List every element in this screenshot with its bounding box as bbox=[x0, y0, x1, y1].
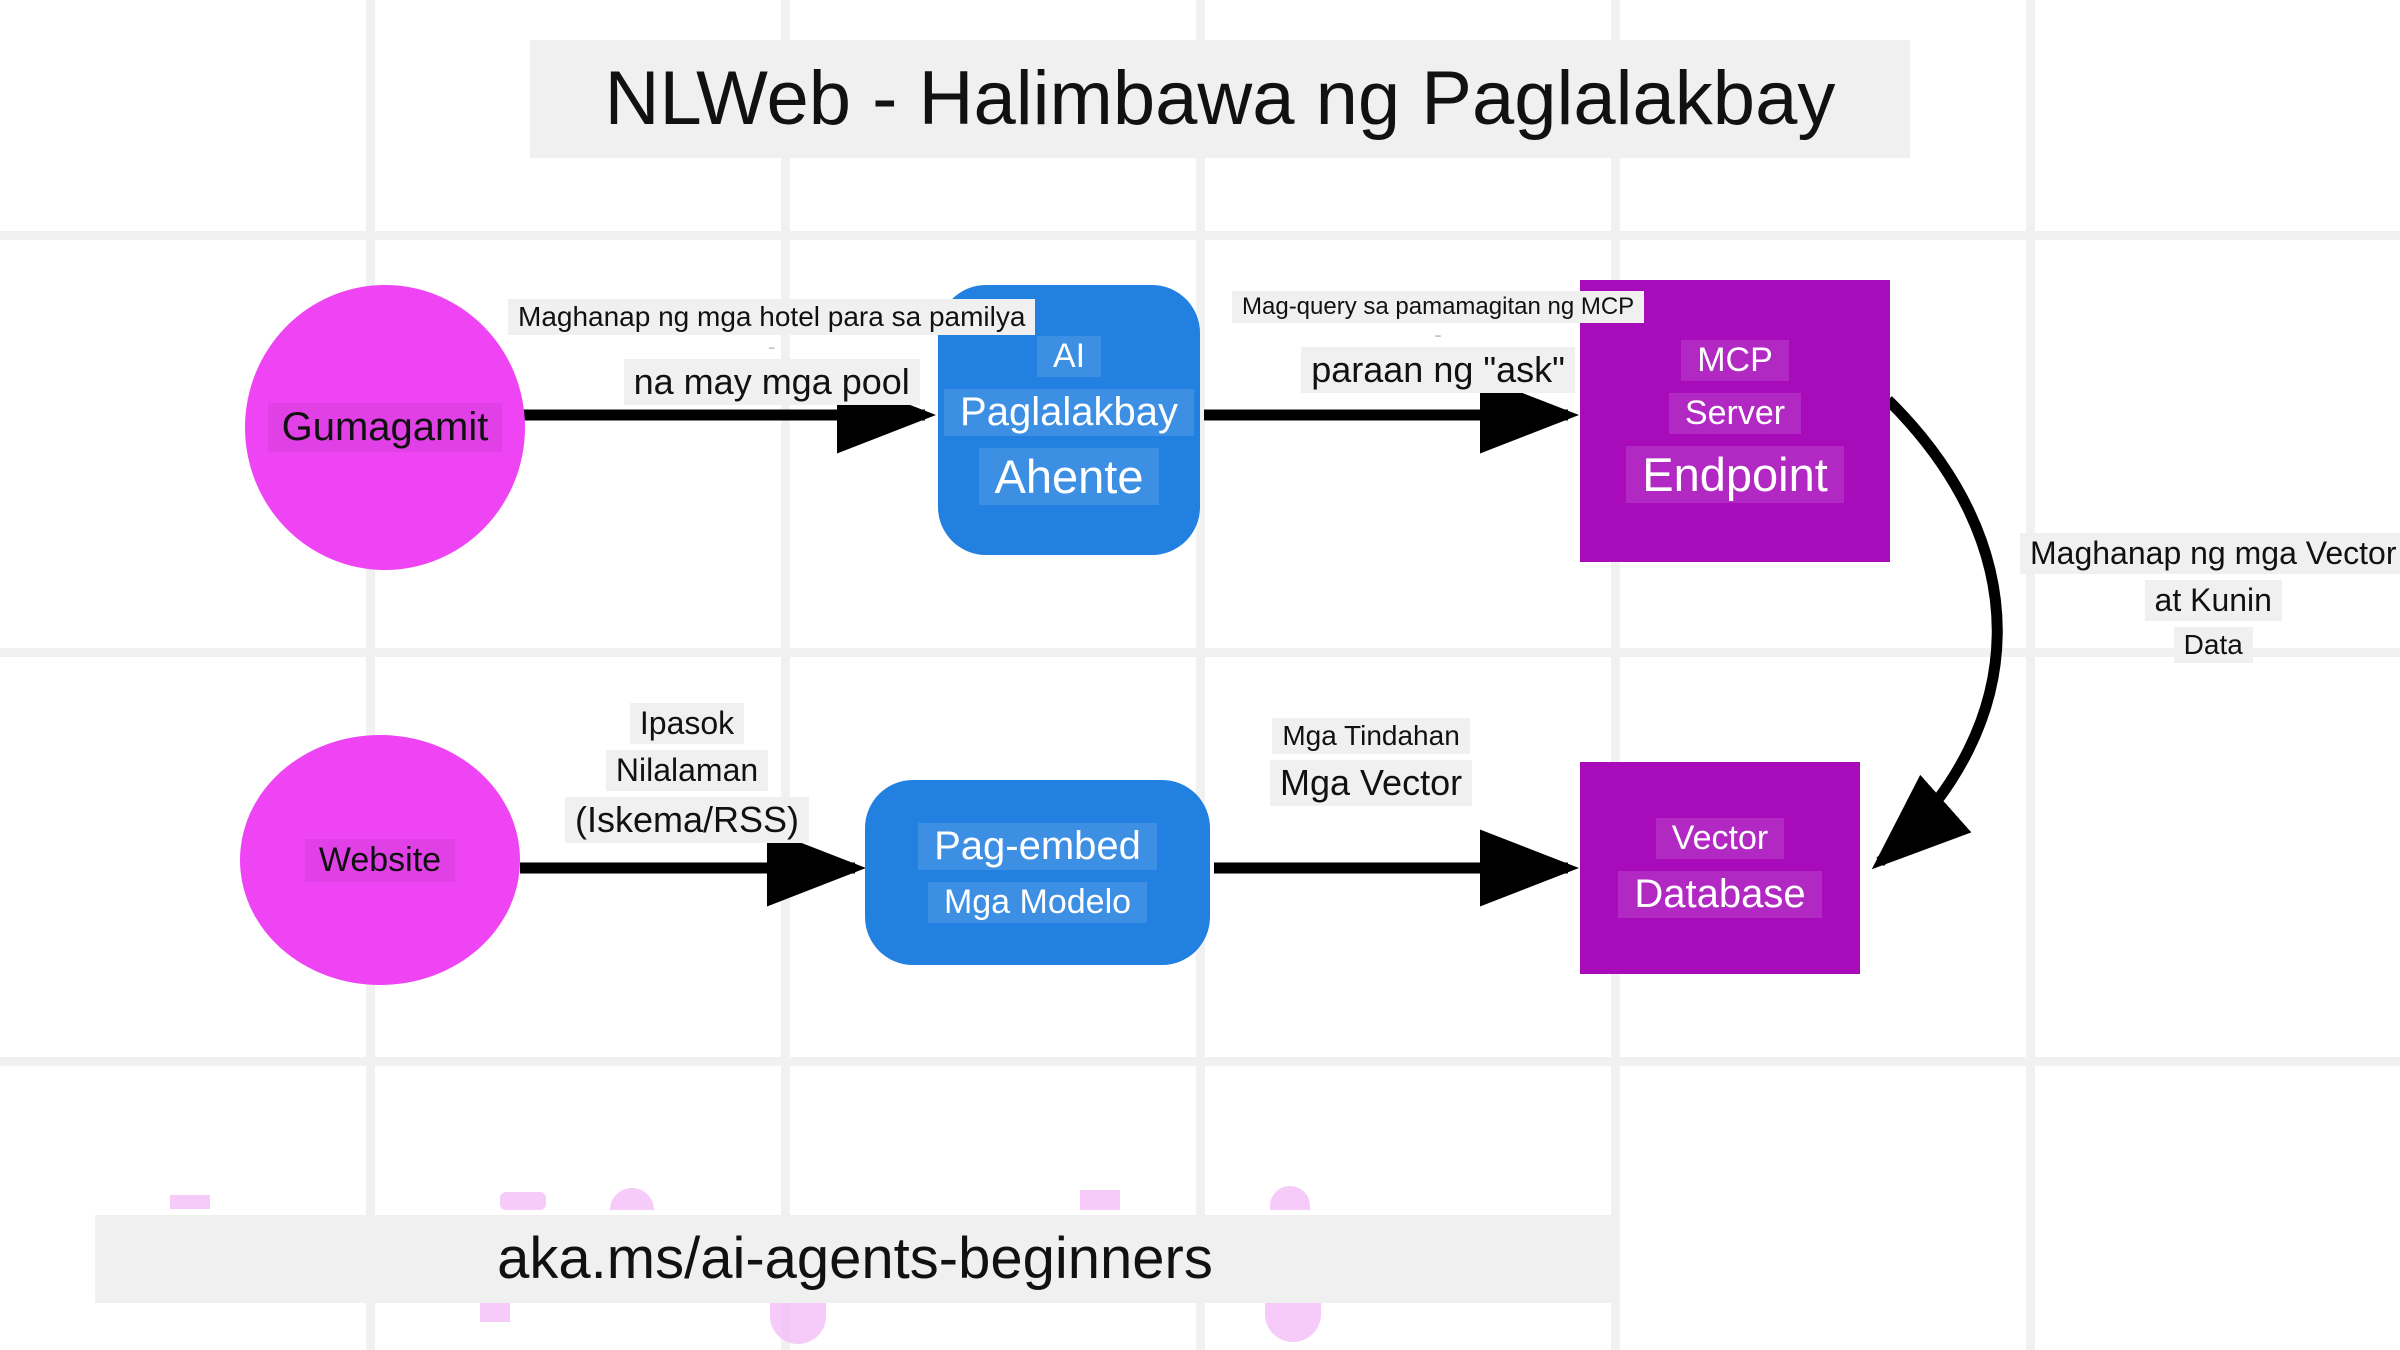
edge-label-website-to-embed: Ipasok Nilalaman (Iskema/RSS) bbox=[565, 700, 810, 846]
edge-label-line: na may mga pool bbox=[623, 359, 920, 405]
edge-label-line: Mag-query sa pamamagitan ng MCP bbox=[1232, 291, 1645, 323]
edge-label-line: Nilalaman bbox=[605, 750, 769, 791]
node-mcp-server-endpoint[interactable]: MCP Server Endpoint bbox=[1580, 280, 1890, 562]
grid-line-vertical bbox=[366, 0, 375, 1350]
edge-label-agent-to-mcp: Mag-query sa pamamagitan ng MCP - paraan… bbox=[1232, 288, 1645, 396]
edge-mcp-to-vectordb bbox=[1871, 396, 2003, 870]
edge-label-mcp-to-vectordb: Maghanap ng mga Vector at Kunin Data bbox=[2020, 530, 2400, 666]
edge-label-line: Ipasok bbox=[629, 703, 745, 744]
edge-label-line: paraan ng "ask" bbox=[1301, 347, 1575, 393]
edge-label-embed-to-vectordb: Mga Tindahan Mga Vector bbox=[1270, 715, 1473, 809]
node-embed-label-line2: Mga Modelo bbox=[927, 881, 1148, 923]
footer-url: aka.ms/ai-agents-beginners bbox=[95, 1215, 1615, 1303]
edge-label-line: Maghanap ng mga Vector bbox=[2020, 533, 2400, 574]
node-mcp-label-line2: Server bbox=[1668, 392, 1802, 434]
edge-label-line: (Iskema/RSS) bbox=[565, 797, 810, 843]
grid-line-vertical bbox=[1196, 0, 1205, 1350]
node-vectordb-label-line2: Database bbox=[1618, 871, 1822, 918]
node-agent-label-line3: Ahente bbox=[978, 447, 1160, 505]
decorative-shape bbox=[170, 1195, 210, 1209]
node-website-label: Website bbox=[304, 838, 456, 882]
node-embedding-models[interactable]: Pag-embed Mga Modelo bbox=[865, 780, 1210, 965]
edge-label-line: Data bbox=[2173, 627, 2253, 663]
page-title: NLWeb - Halimbawa ng Paglalakbay bbox=[530, 40, 1910, 158]
edge-label-line: Mga Vector bbox=[1270, 760, 1473, 806]
decorative-shape bbox=[1265, 1298, 1321, 1342]
node-vectordb-label-line1: Vector bbox=[1655, 818, 1785, 859]
edge-label-line: at Kunin bbox=[2144, 580, 2282, 621]
node-mcp-label-line3: Endpoint bbox=[1626, 445, 1844, 503]
grid-line-vertical bbox=[2026, 0, 2035, 1350]
node-user-label: Gumagamit bbox=[267, 403, 503, 452]
node-mcp-label-line1: MCP bbox=[1681, 339, 1789, 381]
node-embed-label-line1: Pag-embed bbox=[918, 822, 1157, 870]
grid-line-vertical bbox=[1611, 0, 1620, 1350]
edge-label-line: Mga Tindahan bbox=[1272, 718, 1470, 754]
edge-label-line: Maghanap ng mga hotel para sa pamilya bbox=[508, 299, 1036, 335]
decorative-shape bbox=[610, 1188, 654, 1210]
decorative-shape bbox=[500, 1192, 546, 1210]
node-agent-label-line1: AI bbox=[1036, 335, 1102, 377]
grid-line-horizontal bbox=[0, 1057, 2400, 1066]
decorative-shape bbox=[480, 1300, 510, 1322]
grid-line-horizontal bbox=[0, 231, 2400, 240]
decorative-shape bbox=[770, 1298, 826, 1344]
node-website[interactable]: Website bbox=[240, 735, 520, 985]
node-agent-label-line2: Paglalakbay bbox=[944, 388, 1194, 436]
decorative-shape bbox=[1270, 1186, 1310, 1210]
decorative-shape bbox=[1080, 1190, 1120, 1210]
grid-line-vertical bbox=[781, 0, 790, 1350]
edge-label-dash: - bbox=[1434, 322, 1442, 347]
edge-label-user-to-agent: Maghanap ng mga hotel para sa pamilya - … bbox=[508, 296, 1036, 408]
node-vector-database[interactable]: Vector Database bbox=[1580, 762, 1860, 974]
edge-label-dash: - bbox=[768, 334, 776, 359]
node-user[interactable]: Gumagamit bbox=[245, 285, 525, 570]
